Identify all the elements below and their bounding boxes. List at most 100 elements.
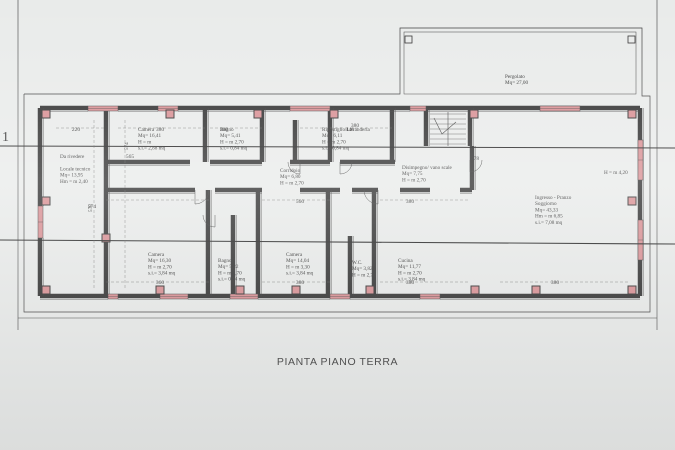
- section-cut-line: [0, 145, 675, 149]
- room-label-line: Hm = m 6,85: [535, 214, 563, 220]
- room-label-line: Mq= 5,22: [218, 264, 239, 270]
- room-label-line: Mq= 5,41: [220, 133, 241, 139]
- room-label-line: Soggiorno: [535, 201, 557, 207]
- door-swing: [194, 189, 210, 205]
- dimension-label: 380: [551, 280, 560, 286]
- room-label-line: H = m 2,70: [148, 264, 172, 270]
- dimension-label: 360: [156, 280, 165, 286]
- room-label-line: Pergolato: [505, 74, 525, 80]
- room-label-line: Mq= 6,80: [280, 174, 301, 180]
- room-label-line: H = m 2,70: [218, 270, 242, 276]
- room-label-line: H = m 2,70: [220, 139, 244, 145]
- dimension-label: 440: [346, 127, 355, 133]
- room-label-line: H = m 2,70: [322, 139, 346, 145]
- room-label-line: W.C.: [352, 260, 362, 266]
- room-label-line: Mq= 27,00: [505, 80, 529, 86]
- height-note: H = m 4,20: [604, 170, 628, 176]
- door-swing: [202, 214, 216, 228]
- room-label-line: Mq= 11,77: [398, 264, 421, 270]
- pillar-box: [41, 285, 51, 295]
- pillar-box: [627, 285, 637, 295]
- pillar-box: [531, 285, 541, 295]
- room-label-line: Mq= 7,75: [402, 171, 423, 177]
- plan-title: PIANTA PIANO TERRA: [276, 356, 399, 368]
- room-label-line: s.i.= 0,84 mq: [220, 146, 248, 152]
- site-outline: [23, 27, 651, 313]
- dimension-label: 380: [406, 199, 415, 205]
- pillar-box: [41, 196, 51, 206]
- room-label-line: H = m 2,70: [280, 180, 304, 186]
- stair-arrow: [433, 117, 457, 135]
- room-label-line: s.i.= 3,84 mq: [398, 277, 426, 283]
- room-label-line: Disimpegno/ vano scale: [402, 165, 453, 171]
- room-label-line: H = m: [138, 139, 151, 145]
- room-label-line: Bagno: [220, 127, 234, 133]
- room-label-line: s.i.= 2,88 mq: [138, 146, 166, 152]
- pillar-box: [365, 285, 375, 295]
- pillar-box: [627, 196, 637, 206]
- room-label-wc: W.C.Mq= 3,82H = m 2,70: [352, 260, 376, 278]
- dimension-label: 380: [220, 127, 229, 133]
- pillar-box: [469, 109, 479, 119]
- door-swing: [469, 159, 483, 173]
- room-label-line: Mq= 16,41: [138, 133, 162, 139]
- room-label-line: Hm = m 2,40: [60, 179, 88, 185]
- pillar-box: [329, 109, 339, 119]
- door-swing: [339, 161, 353, 175]
- dimension-label-vertical: 578: [88, 204, 94, 212]
- dimension-label: 380: [156, 127, 165, 133]
- pergolato-post: [404, 35, 413, 44]
- room-label-line: H = m 2,70: [352, 272, 376, 278]
- room-label-line: s.i.= 0,84 mq: [322, 146, 350, 152]
- pillar-box: [165, 109, 175, 119]
- room-label-line: s.i.= 3,84 mq: [148, 271, 176, 277]
- room-label-line: s.i.= 3,84 mq: [286, 271, 314, 277]
- dimension-label: 220: [72, 127, 81, 133]
- room-label-line: Mq= 6,11: [322, 133, 343, 139]
- pillar-box: [291, 285, 301, 295]
- room-label-line: Mq= 16,30: [148, 258, 172, 264]
- dimension-label: 565: [126, 154, 135, 160]
- room-label-line: Cucina: [398, 258, 413, 264]
- room-label-line: Ripostiglio/Lavanderia: [322, 127, 371, 133]
- pillar-box: [101, 233, 111, 243]
- section-cut-line: [0, 239, 675, 245]
- room-label-line: Camera: [286, 252, 303, 258]
- door-swing: [287, 161, 301, 175]
- pillar-box: [41, 109, 51, 119]
- room-label-line: H = m 3,30: [286, 264, 310, 270]
- room-label-line: Mq= 13,95: [60, 173, 84, 179]
- pillar-box: [235, 285, 245, 295]
- dimension-label: 380: [406, 280, 415, 286]
- dimension-label: 380: [351, 123, 360, 129]
- room-label-line: s.i.= 7,08 mq: [535, 220, 563, 226]
- dimension-label: 578: [471, 156, 480, 162]
- dimension-label-vertical: 574: [124, 142, 130, 150]
- dimension-label: 574: [88, 204, 97, 210]
- pillar-box: [155, 285, 165, 295]
- section-mark-label: 1: [2, 130, 9, 145]
- dimension-label: 380: [296, 280, 305, 286]
- room-label-line: Camera: [138, 127, 155, 133]
- pillar-box: [470, 285, 480, 295]
- pergolato-post: [627, 35, 636, 44]
- room-label-line: Mq= 14,04: [286, 258, 310, 264]
- room-label-line: H = m 2,70: [402, 177, 426, 183]
- room-label-line: Da rivedere: [60, 154, 85, 160]
- room-label-line: s.i.= 0,84 mq: [218, 277, 246, 283]
- room-label-line: Corridoio: [280, 168, 301, 174]
- room-label-line: Mq= 43,33: [535, 207, 559, 213]
